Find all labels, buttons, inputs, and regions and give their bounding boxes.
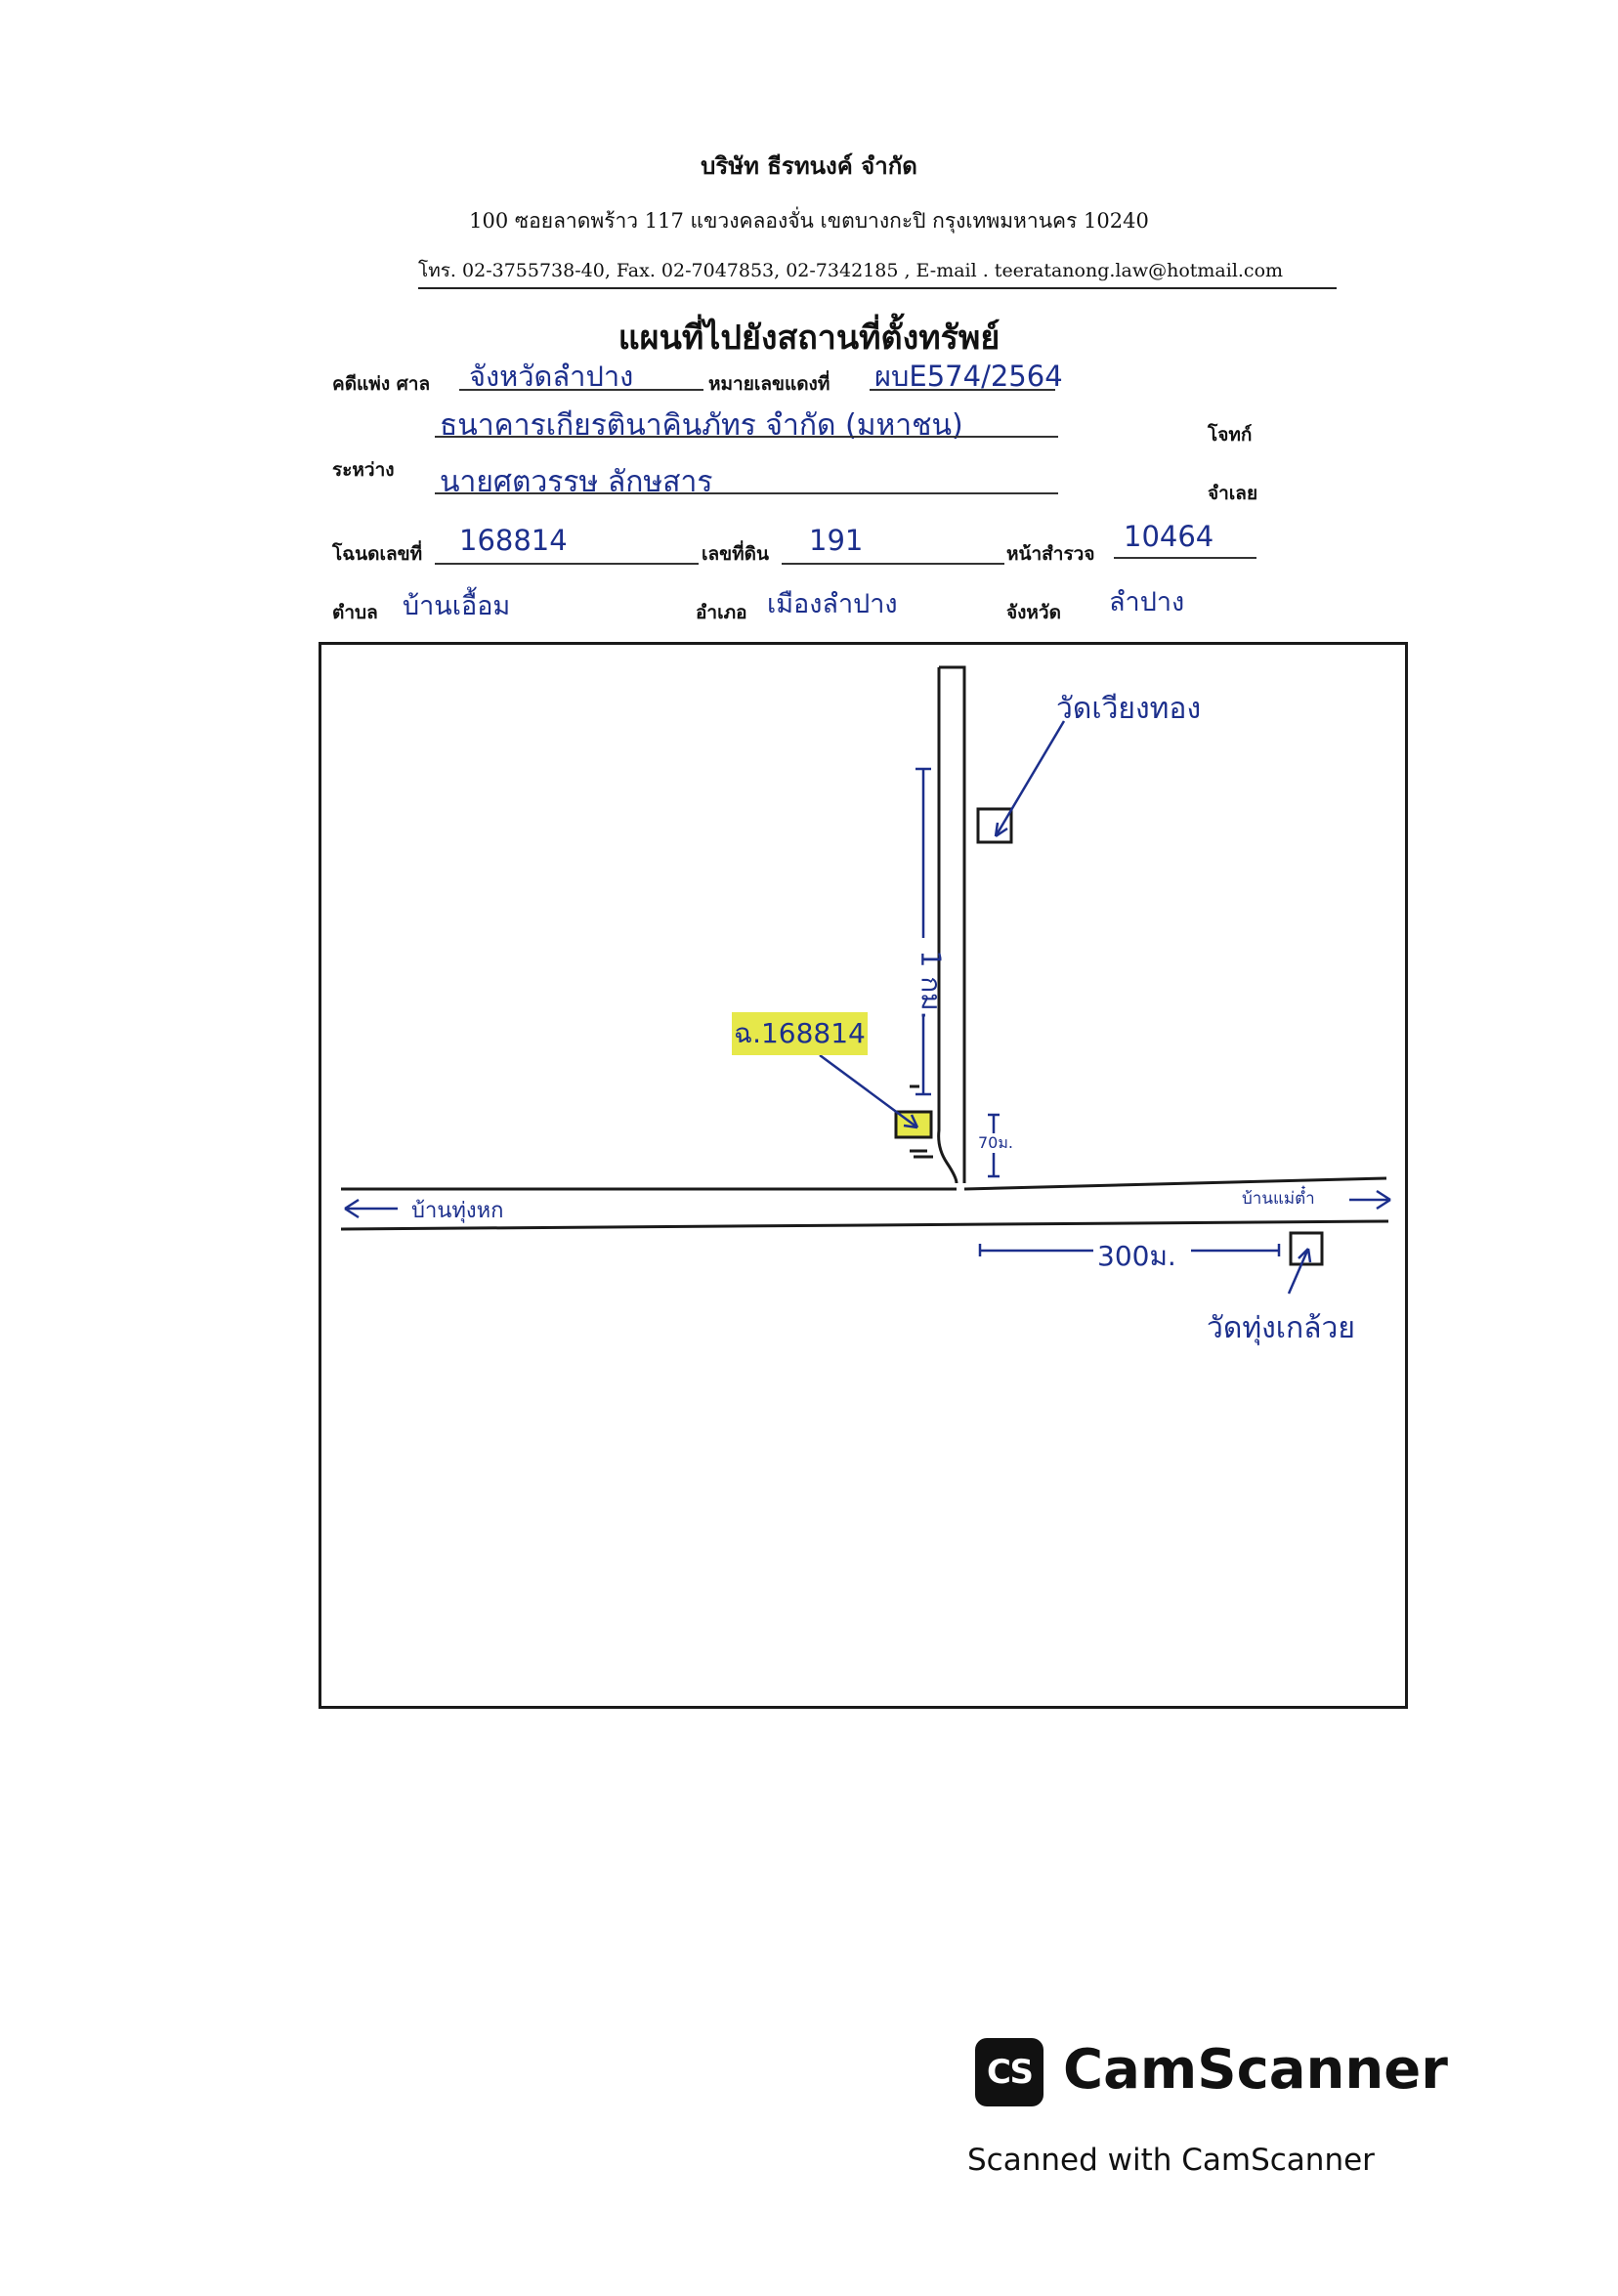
east-direction-label: บ้านแม่ต๋ำ — [1242, 1189, 1315, 1209]
defendant-value: นายศตวรรษ ลักษสาร — [440, 465, 713, 499]
temple-north-arrow — [994, 720, 1066, 838]
between-label: ระหว่าง — [332, 459, 395, 481]
document-title: แผนที่ไปยังสถานที่ตั้งทรัพย์ — [617, 319, 1001, 358]
court-underline — [459, 389, 703, 391]
east-arrow — [1349, 1189, 1391, 1211]
temple-north-label: วัดเวียงทอง — [1056, 692, 1202, 726]
survey-page-underline — [1114, 557, 1256, 559]
defendant-role: จำเลย — [1208, 483, 1258, 504]
province-value: ลำปาง — [1109, 587, 1185, 617]
map-drawing — [340, 665, 1391, 1295]
subdistrict-label: ตำบล — [332, 602, 378, 623]
main-road-top-east — [963, 1176, 1387, 1191]
company-contact: โทร. 02-3755738-40, Fax. 02-7047853, 02-… — [418, 256, 1337, 289]
north-distance-label: 1 กม. — [915, 950, 948, 1020]
map-frame: วัดเวียงทอง 1 กม. ฉ.168814 70ม. บ้านทุ่ง… — [319, 642, 1408, 1709]
temple-east-arrow — [1287, 1248, 1312, 1295]
main-road-bottom — [340, 1219, 1389, 1231]
camscanner-logo-icon: CS — [975, 2038, 1043, 2106]
province-label: จังหวัด — [1006, 602, 1061, 623]
short-distance-label: 70ม. — [978, 1133, 1013, 1152]
company-name: บริษัท ธีรทนงค์ จำกัด — [701, 151, 917, 180]
survey-page-label: หน้าสำรวจ — [1006, 543, 1095, 565]
west-direction-label: บ้านทุ่งหก — [411, 1199, 504, 1223]
case-label: คดีแพ่ง ศาล — [332, 373, 431, 395]
subdistrict-value: บ้านเอื้อม — [403, 591, 511, 621]
parcel-arrow — [819, 1053, 919, 1129]
west-arrow — [344, 1198, 398, 1219]
plaintiff-underline — [435, 436, 1058, 438]
company-address: 100 ซอยลาดพร้าว 117 แขวงคลองจั่น เขตบางก… — [469, 209, 1149, 233]
defendant-underline — [435, 492, 1058, 494]
deed-number-value: 168814 — [459, 524, 568, 557]
plaintiff-value: ธนาคารเกียรตินาคินภัทร จำกัด (มหาชน) — [440, 408, 963, 443]
deed-number-label: โฉนดเลขที่ — [332, 543, 423, 565]
plaintiff-role: โจทก์ — [1208, 424, 1253, 446]
case-number-label: หมายเลขแดงที่ — [708, 373, 830, 395]
north-road-west-edge — [937, 667, 958, 1184]
temple-north-marker — [976, 807, 1013, 844]
scanned-caption: Scanned with CamScanner — [967, 2143, 1375, 2178]
district-label: อำเภอ — [696, 602, 747, 623]
east-distance-label: 300ม. — [1097, 1240, 1176, 1272]
temple-east-marker — [1289, 1231, 1324, 1266]
case-number-underline — [870, 389, 1055, 391]
land-number-underline — [782, 563, 1004, 565]
temple-east-label: วัดทุ่งเกล้วย — [1207, 1311, 1355, 1345]
survey-page-value: 10464 — [1124, 520, 1214, 553]
deed-number-underline — [435, 563, 699, 565]
court-value: จังหวัดลำปาง — [469, 360, 634, 393]
parcel-label: ฉ.168814 — [732, 1012, 868, 1055]
land-number-label: เลขที่ดิน — [702, 543, 769, 565]
district-value: เมืองลำปาง — [767, 589, 898, 619]
camscanner-brand: CamScanner — [1063, 2038, 1448, 2102]
land-number-value: 191 — [809, 524, 864, 557]
case-number-value: ผบE574/2564 — [874, 360, 1063, 393]
north-road — [939, 665, 966, 1183]
